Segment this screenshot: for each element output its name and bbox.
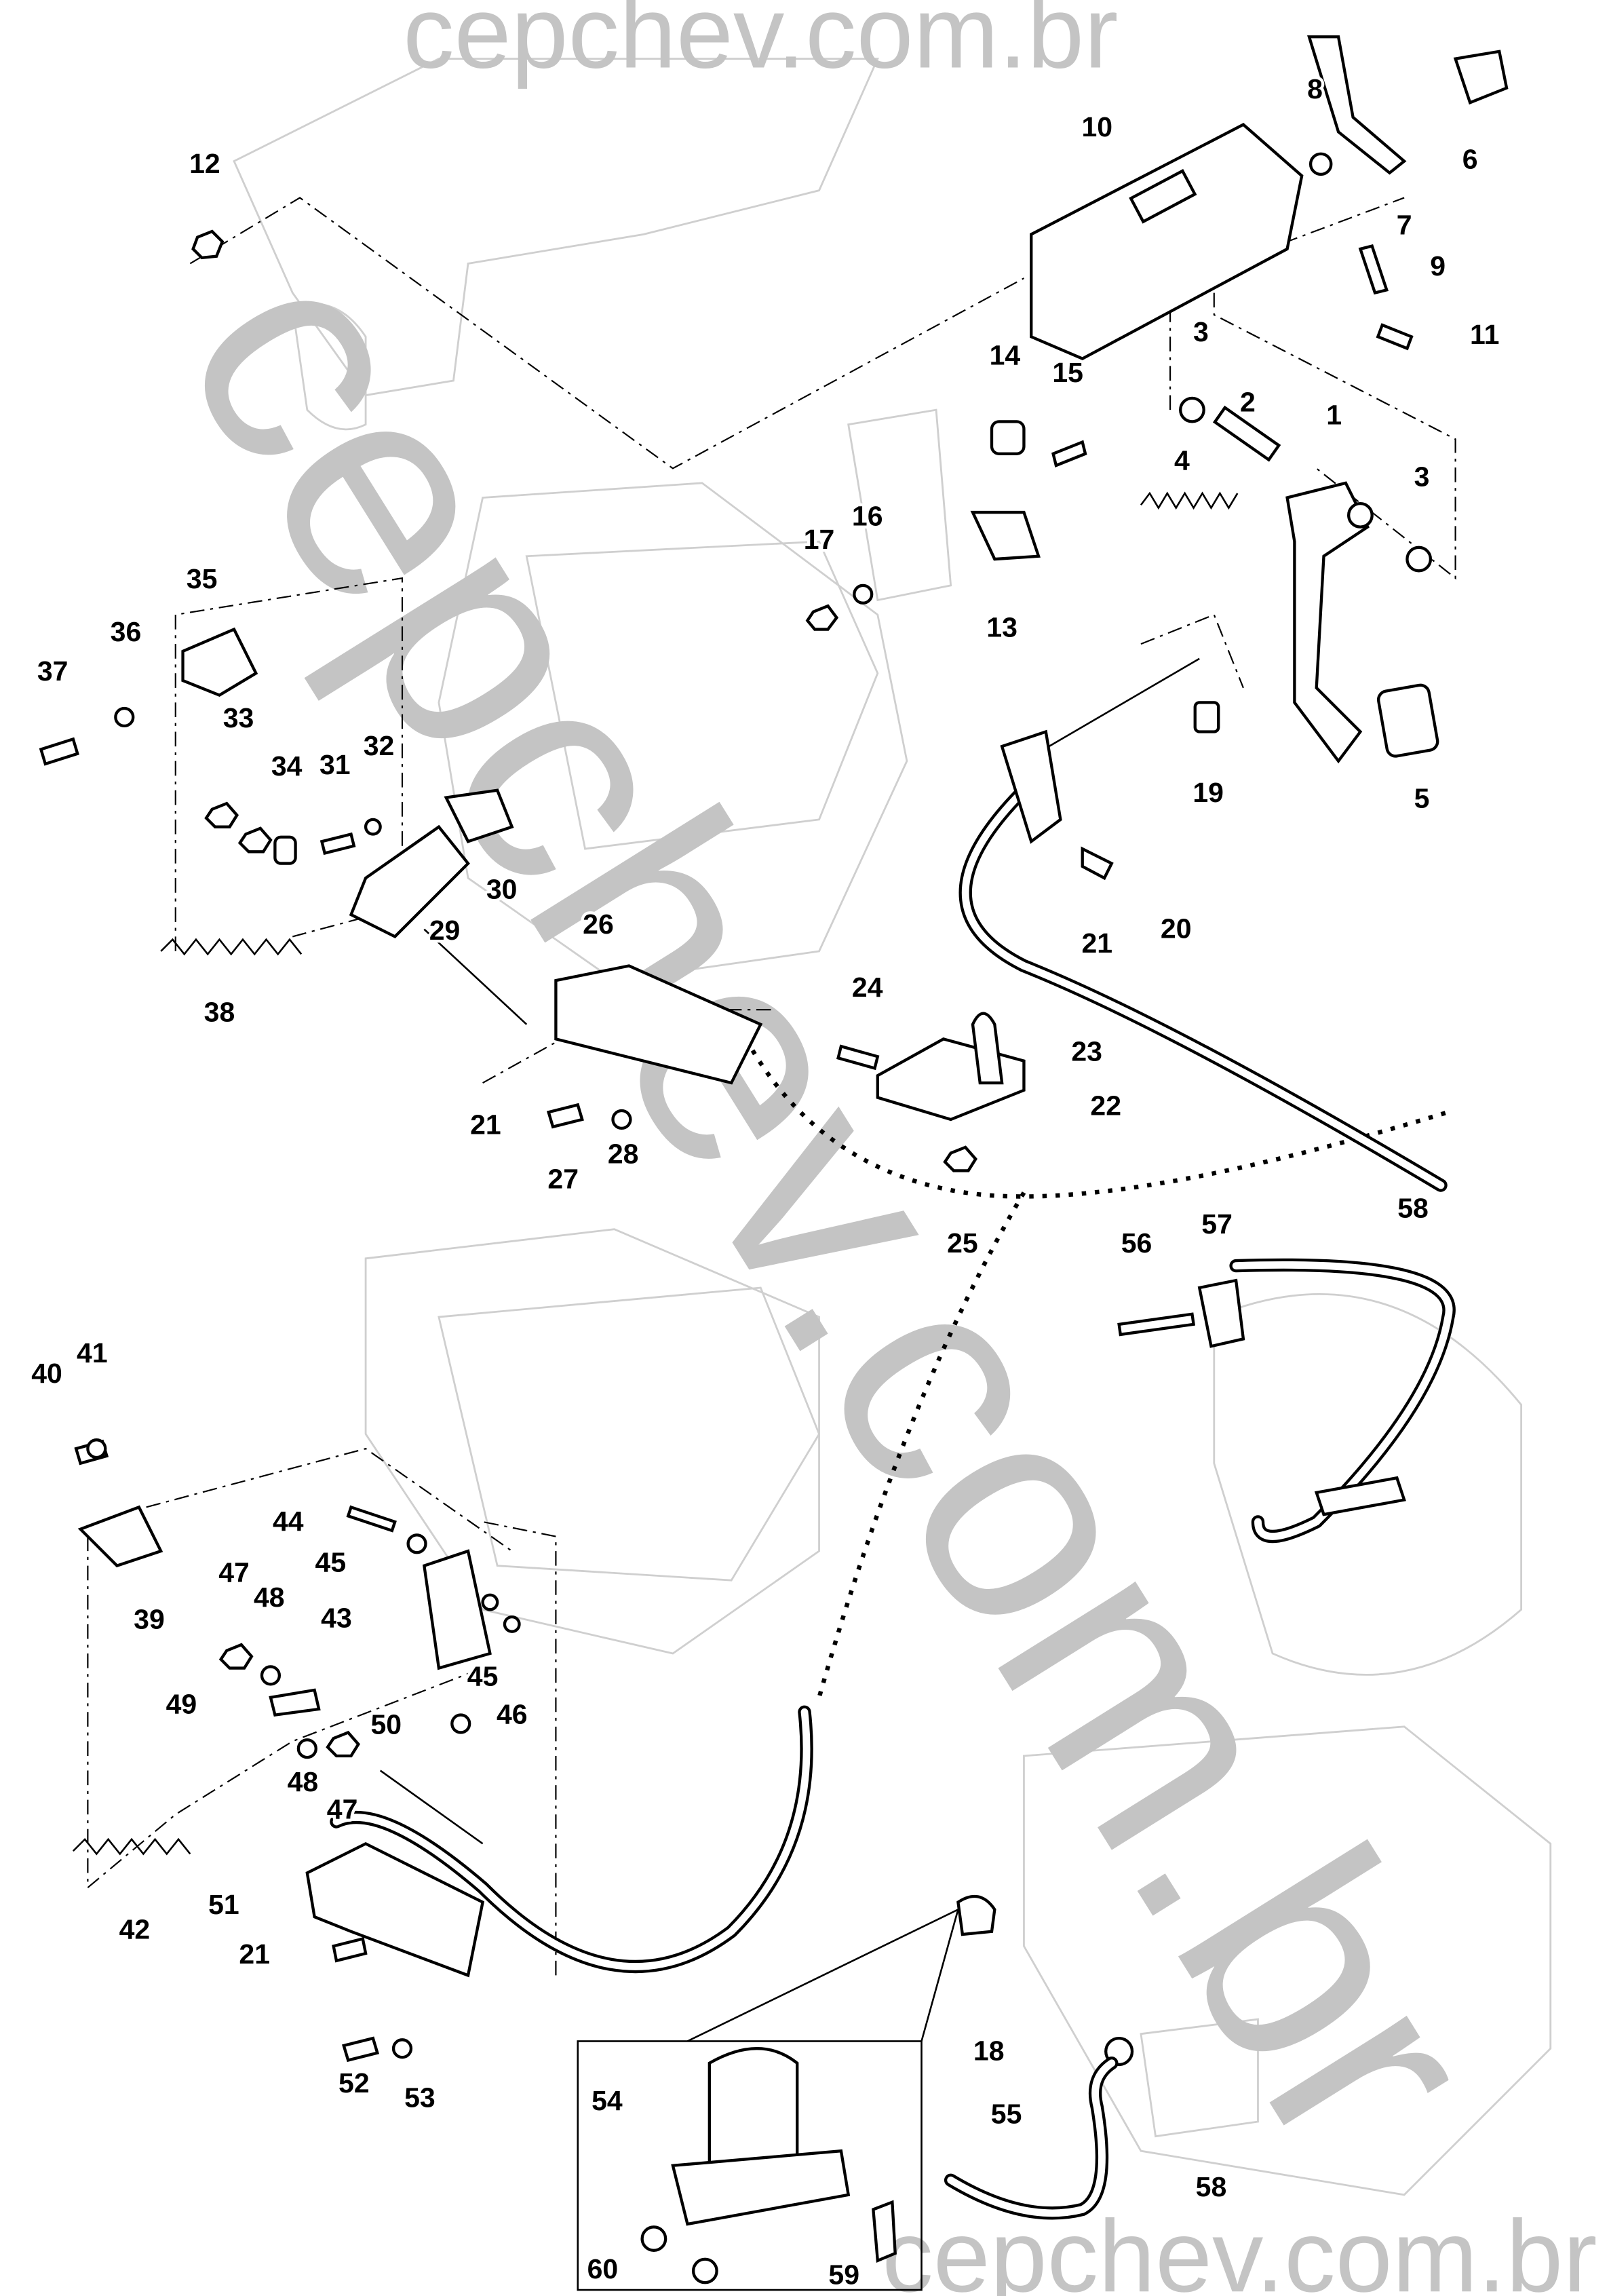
part-label-55: 55: [991, 2098, 1022, 2129]
part-label-16: 16: [852, 501, 883, 532]
part-label-54: 54: [592, 2085, 623, 2116]
part-label-60: 60: [587, 2253, 619, 2284]
part-label-8: 8: [1307, 73, 1323, 104]
part-label-37: 37: [37, 655, 69, 687]
part-label-48: 48: [254, 1582, 285, 1613]
part-label-26: 26: [583, 908, 614, 940]
part-label-35: 35: [187, 563, 218, 594]
part-label-51: 51: [208, 1889, 239, 1920]
part-label-23: 23: [1071, 1036, 1102, 1067]
part-label-11: 11: [1470, 319, 1499, 350]
part-label-12: 12: [189, 148, 220, 179]
parts-drawing: [39, 35, 1509, 2291]
watermark-top: cepchev.com.br: [403, 0, 1118, 90]
part-label-29: 29: [429, 915, 461, 946]
part-label-45: 45: [315, 1546, 347, 1577]
part-label-42: 42: [119, 1914, 151, 1945]
part-label-17: 17: [804, 524, 835, 555]
part-label-5: 5: [1414, 783, 1430, 814]
part-label-27: 27: [547, 1163, 579, 1194]
part-label-58: 58: [1397, 1192, 1429, 1223]
part-label-20: 20: [1161, 913, 1192, 944]
part-label-38: 38: [204, 997, 235, 1028]
part-label-3: 3: [1193, 316, 1209, 347]
part-label-31: 31: [319, 749, 351, 780]
part-label-9: 9: [1430, 250, 1446, 282]
part-label-47: 47: [218, 1556, 250, 1588]
part-label-57: 57: [1201, 1208, 1233, 1240]
part-label-15: 15: [1052, 357, 1083, 388]
part-label-21: 21: [1081, 927, 1112, 959]
part-label-1: 1: [1326, 400, 1342, 431]
part-label-47: 47: [327, 1794, 358, 1825]
part-label-30: 30: [486, 873, 518, 904]
part-label-59: 59: [828, 2259, 859, 2290]
part-label-7: 7: [1397, 209, 1412, 240]
part-label-14: 14: [990, 339, 1021, 370]
part-label-24: 24: [852, 972, 883, 1003]
part-label-28: 28: [608, 1139, 639, 1170]
part-label-3: 3: [1414, 461, 1430, 492]
part-label-33: 33: [223, 702, 254, 733]
part-label-50: 50: [370, 1709, 402, 1740]
part-label-22: 22: [1090, 1090, 1121, 1122]
part-label-41: 41: [77, 1337, 108, 1369]
part-label-19: 19: [1193, 777, 1224, 808]
part-label-43: 43: [321, 1602, 352, 1633]
part-label-46: 46: [497, 1699, 528, 1730]
part-label-45: 45: [467, 1661, 499, 1692]
part-label-10: 10: [1081, 111, 1112, 142]
part-label-25: 25: [947, 1227, 978, 1259]
part-label-39: 39: [134, 1603, 165, 1634]
part-label-56: 56: [1121, 1227, 1152, 1259]
part-label-58: 58: [1196, 2171, 1227, 2202]
part-label-21: 21: [239, 1938, 270, 1970]
part-label-52: 52: [338, 2067, 370, 2099]
part-label-21: 21: [470, 1109, 501, 1141]
part-label-49: 49: [166, 1688, 197, 1719]
part-label-4: 4: [1174, 445, 1190, 476]
part-label-48: 48: [288, 1766, 319, 1797]
part-label-40: 40: [31, 1358, 62, 1389]
part-label-32: 32: [364, 730, 395, 761]
watermark-bottom: cepchev.com.br: [882, 2198, 1597, 2296]
part-label-18: 18: [973, 2035, 1005, 2067]
part-label-44: 44: [273, 1506, 304, 1537]
part-label-6: 6: [1462, 143, 1478, 174]
part-label-13: 13: [986, 611, 1017, 643]
part-label-53: 53: [404, 2082, 435, 2113]
part-label-36: 36: [111, 616, 142, 647]
part-label-2: 2: [1240, 386, 1256, 417]
part-number-labels: 1233456789101112131415161718192021212122…: [28, 71, 1503, 2293]
part-label-34: 34: [271, 750, 303, 782]
